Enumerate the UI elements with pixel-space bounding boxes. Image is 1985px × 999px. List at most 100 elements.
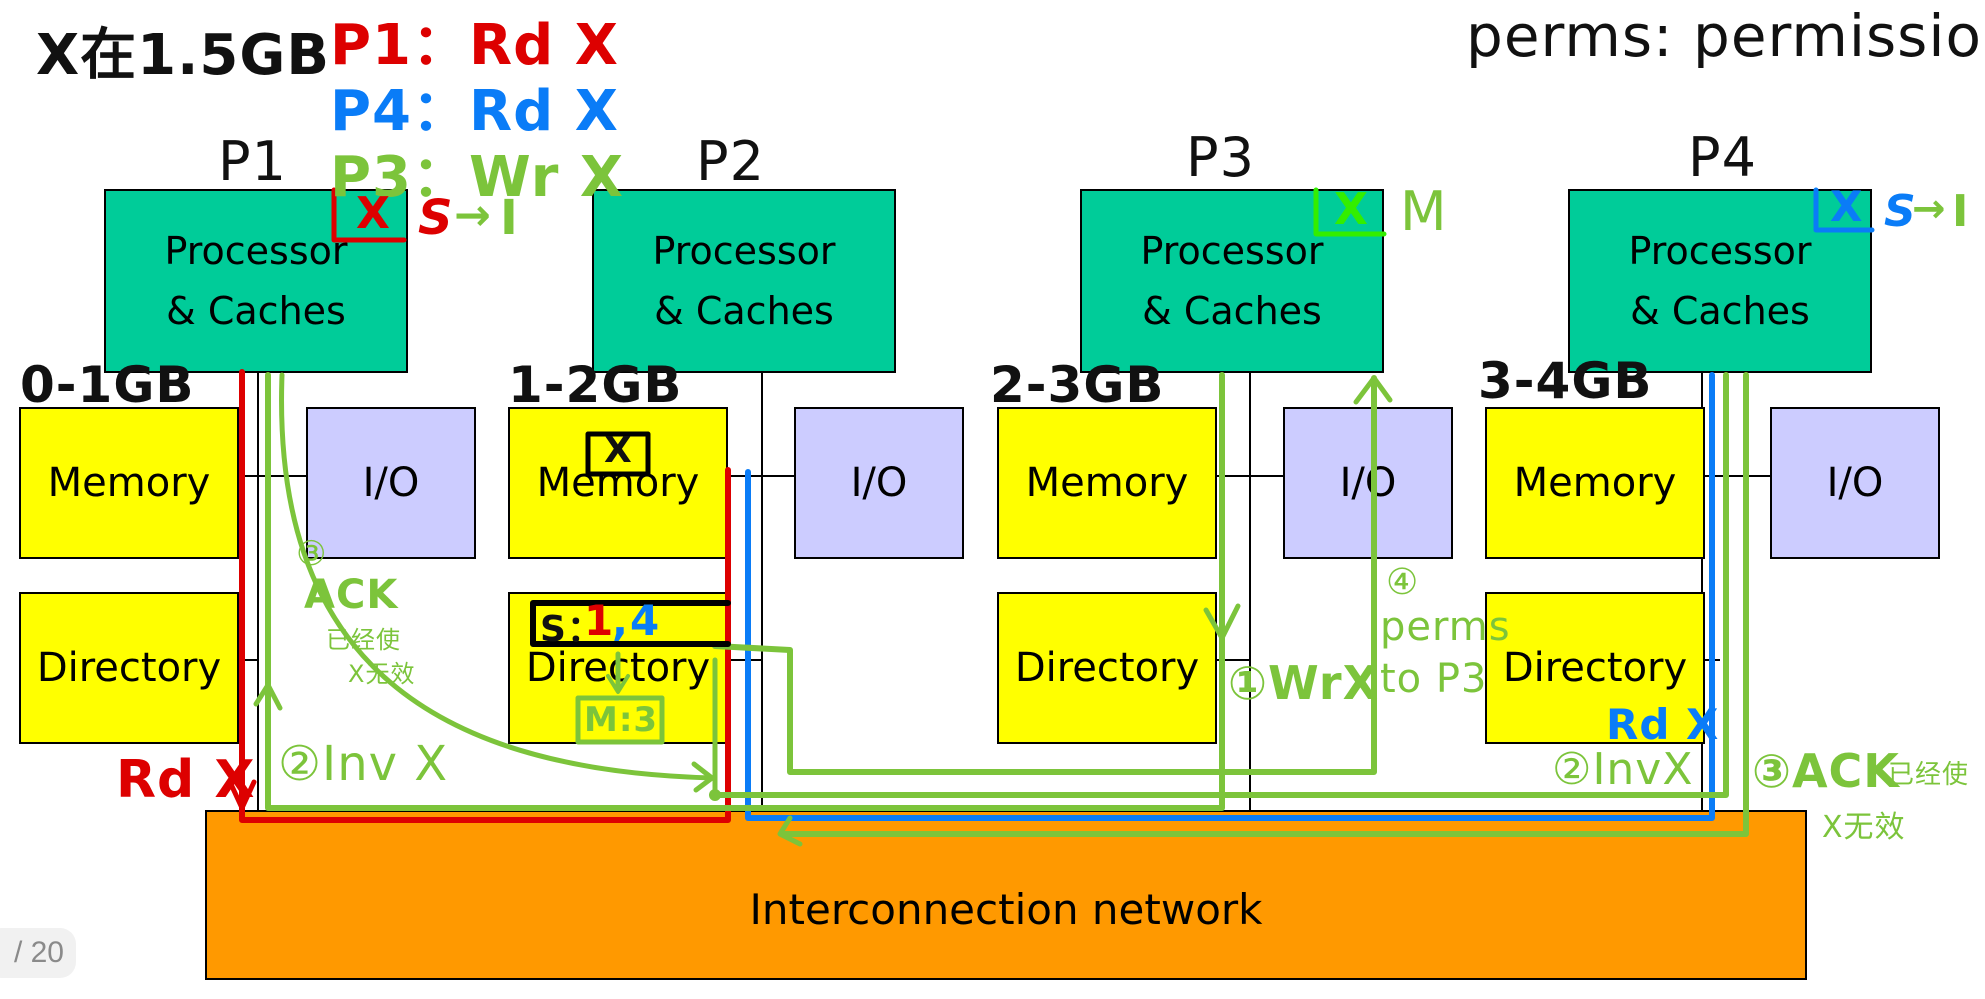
location-note: X在1.5GB (36, 23, 331, 88)
processor-label: Processor (164, 229, 348, 273)
msg-p4-rd: Rd X (1606, 700, 1720, 749)
directory-sharers-box (530, 600, 731, 647)
processor-p3: Processor & Caches (1080, 189, 1384, 373)
io-label: I/O (850, 460, 908, 506)
arrow-up-icon (253, 682, 283, 711)
msg-step4-line1: perms (1380, 604, 1511, 650)
processor-label: & Caches (1630, 289, 1810, 333)
processor-p2: Processor & Caches (592, 189, 896, 373)
directory-node4: Directory (1485, 592, 1705, 744)
msg-step3-left: ACK (304, 572, 399, 618)
processor-name-p4: P4 (1688, 126, 1757, 189)
processor-label: & Caches (654, 289, 834, 333)
processor-label: & Caches (166, 289, 346, 333)
msg-step4-line2: to P3 (1380, 656, 1488, 702)
io-node3: I/O (1283, 407, 1453, 559)
msg-step3-left-note1: 已经使 (326, 626, 401, 654)
arrow-right-icon (691, 761, 715, 793)
arrow-down-icon (1203, 603, 1241, 641)
msg-step3-right-note1: 已经使 (1888, 760, 1970, 790)
msg-step2-right: ②InvX (1552, 744, 1694, 795)
cache-tag-p4: X (1830, 182, 1864, 231)
msg-step2-left: ②Inv X (278, 736, 449, 792)
processor-label: Processor (652, 229, 836, 273)
directory-m3-box (575, 695, 665, 745)
arrow-left-icon (777, 815, 803, 847)
msg-step3-right: ③ACK (1752, 744, 1900, 798)
processor-label: Processor (1628, 229, 1812, 273)
io-label: I/O (1826, 460, 1884, 506)
cache-tag-bracket-p1 (331, 187, 407, 243)
p3-write-path (265, 372, 1225, 811)
cache-state-arrow-p4: → (1912, 186, 1947, 232)
processor-name-p1: P1 (218, 130, 287, 193)
processor-name-p2: P2 (696, 130, 765, 193)
page-indicator-text: / 20 (13, 936, 64, 969)
processor-name-p3: P3 (1186, 126, 1255, 189)
cache-tag-bracket-p4 (1813, 187, 1875, 233)
range-node1: 0-1GB (20, 356, 195, 414)
io-label: I/O (1339, 460, 1397, 506)
range-node4: 3-4GB (1478, 352, 1653, 410)
msg-step3-left-note2: X无效 (348, 660, 416, 688)
io-node4: I/O (1770, 407, 1940, 559)
op-p1: P1：Rd X (330, 13, 619, 78)
io-label: I/O (362, 460, 420, 506)
invalidate-p4-path (713, 372, 1729, 798)
directory-node1: Directory (19, 592, 239, 744)
range-node2: 1-2GB (508, 356, 683, 414)
directory-label: Directory (1014, 645, 1200, 691)
cache-state-arrow-p1: → (454, 190, 492, 241)
network-label: Interconnection network (749, 884, 1263, 934)
interconnection-network: Interconnection network (205, 810, 1807, 980)
cache-tag-bracket-p3 (1313, 187, 1387, 237)
arrow-up-icon (1353, 375, 1393, 405)
directory-node3: Directory (997, 592, 1217, 744)
cache-tag-p3: X (1334, 184, 1369, 235)
io-node1: I/O (306, 407, 476, 559)
processor-p1: Processor & Caches (104, 189, 408, 373)
directory-sharer-4: 4 (630, 596, 661, 645)
directory-sharer-sep: , (612, 596, 629, 645)
memory-label: Memory (47, 460, 211, 506)
memory-node1: Memory (19, 407, 239, 559)
junction-dot (709, 789, 721, 801)
op-p3: P3：Wr X (330, 145, 625, 210)
directory-label: Directory (1502, 645, 1688, 691)
ack-p1-path (279, 372, 715, 781)
msg-step3-left-head: ③ (296, 534, 328, 574)
arrow-down-icon (227, 779, 257, 811)
arrow-down-icon (606, 674, 630, 694)
memory-x-tag: X (604, 430, 633, 471)
msg-step4-head: ④ (1386, 562, 1420, 603)
range-node3: 2-3GB (990, 356, 1165, 414)
memory-label: Memory (536, 460, 700, 506)
msg-p1-rd: Rd X (116, 750, 256, 810)
processor-label: & Caches (1142, 289, 1322, 333)
memory-label: Memory (1513, 460, 1677, 506)
io-node2: I/O (794, 407, 964, 559)
glossary-note: perms: permission (1466, 2, 1985, 70)
processor-p4: Processor & Caches (1568, 189, 1872, 373)
cache-state-from-p4: S (1884, 186, 1917, 237)
msg-step3-right-note2: X无效 (1822, 810, 1906, 845)
cache-state-p3: M (1400, 180, 1448, 243)
memory-node4: Memory (1485, 407, 1705, 559)
page-indicator: / 20 (0, 928, 76, 978)
memory-node3: Memory (997, 407, 1217, 559)
memory-label: Memory (1025, 460, 1189, 506)
directory-sharer-1: 1 (584, 596, 615, 645)
memory-x-tag-box (585, 431, 651, 477)
msg-step1: ①WrX (1228, 656, 1380, 710)
perms-to-p3-path (712, 375, 1377, 775)
cache-tag-p1: X (356, 188, 391, 239)
cache-state-to-p1: I (500, 190, 519, 246)
processor-label: Processor (1140, 229, 1324, 273)
directory-label: Directory (36, 645, 222, 691)
directory-sharers-prefix: S： (540, 609, 604, 650)
op-p4: P4：Rd X (330, 79, 619, 144)
directory-new-state: M:3 (584, 700, 659, 740)
ack-p4-path (782, 372, 1749, 837)
cache-state-from-p1: S (418, 190, 454, 246)
